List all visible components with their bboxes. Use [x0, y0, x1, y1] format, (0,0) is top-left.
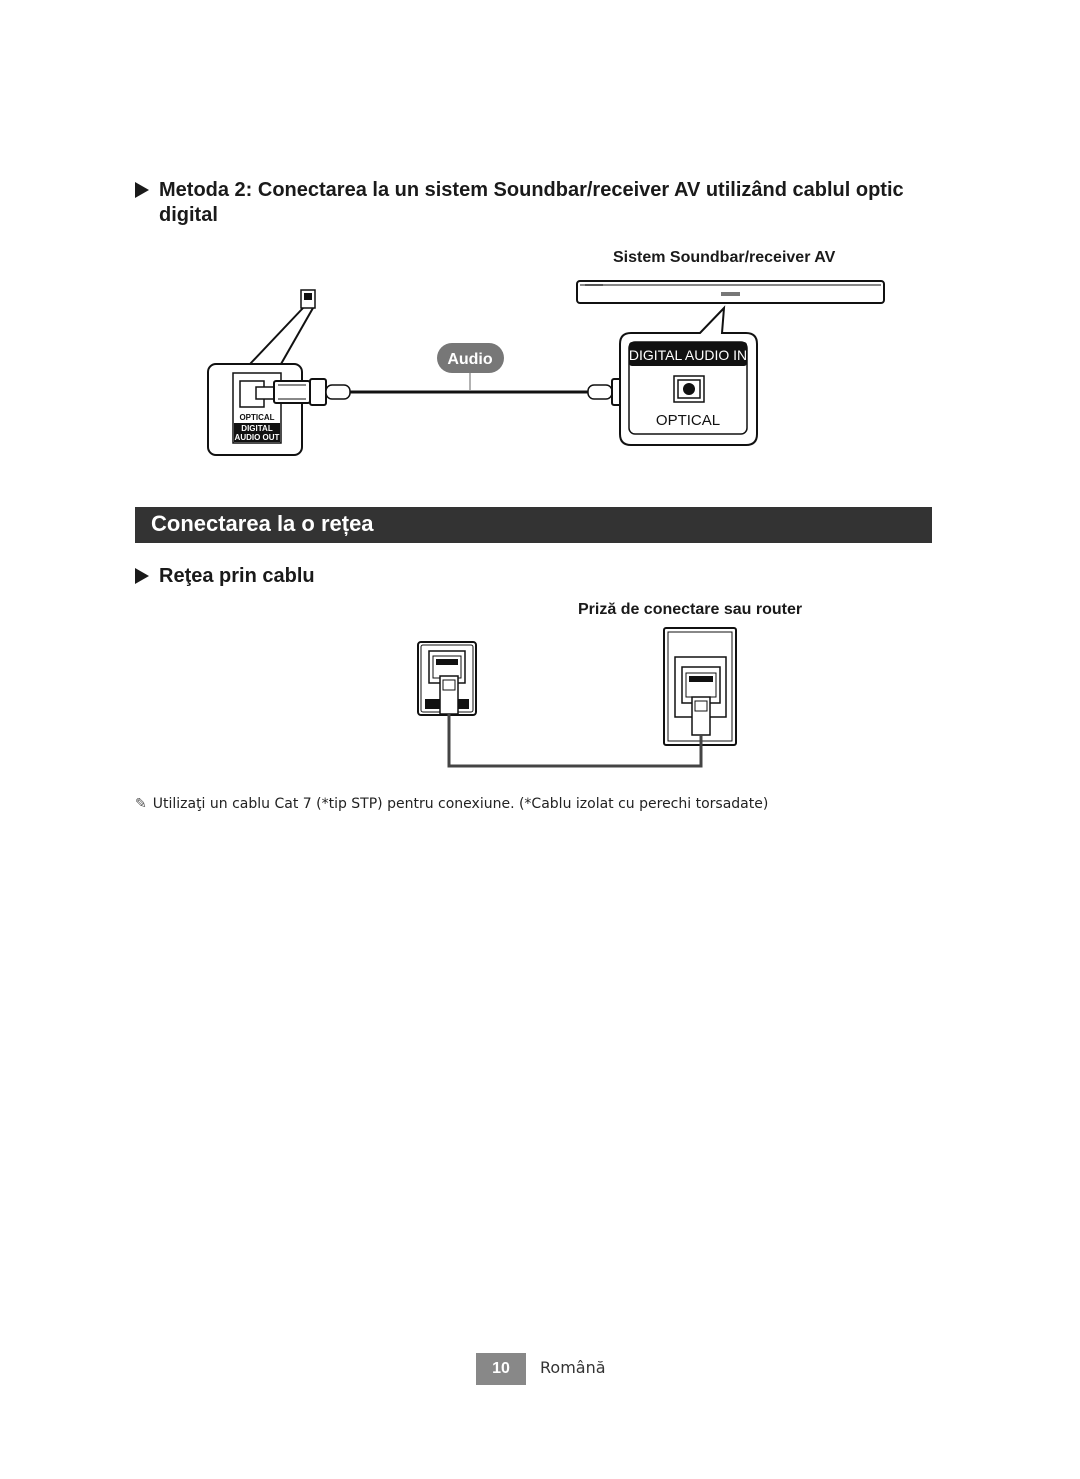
tv-port-label-digital: DIGITAL [241, 424, 273, 433]
soundbar-port-callout [619, 305, 758, 446]
footer-language: Română [540, 1358, 606, 1377]
network-section-title: Conectarea la o rețea [151, 511, 374, 536]
soundbar-port-label: OPTICAL [656, 412, 720, 429]
soundbar-port-header: DIGITAL AUDIO IN [629, 347, 747, 363]
lan-connection-diagram [417, 627, 737, 768]
pencil-note-icon: ✎ [135, 796, 147, 812]
optical-connection-diagram: OPTICAL DIGITAL AUDIO OUT Audio DIGITAL … [207, 280, 885, 456]
wall-socket-router [663, 627, 737, 746]
tv-port-label-optical: OPTICAL [239, 413, 274, 422]
tv-port-pointer [249, 289, 316, 365]
cable-note: ✎ Utilizaţi un cablu Cat 7 (*tip STP) pen… [135, 796, 768, 812]
triangle-bullet-icon [135, 568, 149, 584]
wired-network-heading: Reţea prin cablu [135, 564, 915, 589]
lan-cable [447, 714, 703, 768]
method2-heading: Metoda 2: Conectarea la un sistem Soundb… [135, 178, 915, 228]
page-number: 10 [476, 1353, 526, 1385]
soundbar-illustration [576, 280, 885, 304]
cable-note-text: Utilizaţi un cablu Cat 7 (*tip STP) pent… [152, 796, 769, 812]
wired-network-heading-text: Reţea prin cablu [159, 565, 315, 587]
soundbar-device-label: Sistem Soundbar/receiver AV [613, 249, 836, 266]
tv-port-label-audio-out: AUDIO OUT [235, 433, 280, 442]
network-section-bar: Conectarea la o rețea [135, 507, 932, 543]
audio-cable-label: Audio [447, 351, 493, 368]
method2-heading-text: Metoda 2: Conectarea la un sistem Soundb… [159, 179, 904, 226]
optical-cable [255, 378, 677, 406]
triangle-bullet-icon [135, 182, 149, 198]
tv-lan-port [417, 641, 477, 716]
audio-cable-badge [437, 343, 504, 373]
router-device-label: Priză de conectare sau router [578, 601, 803, 618]
